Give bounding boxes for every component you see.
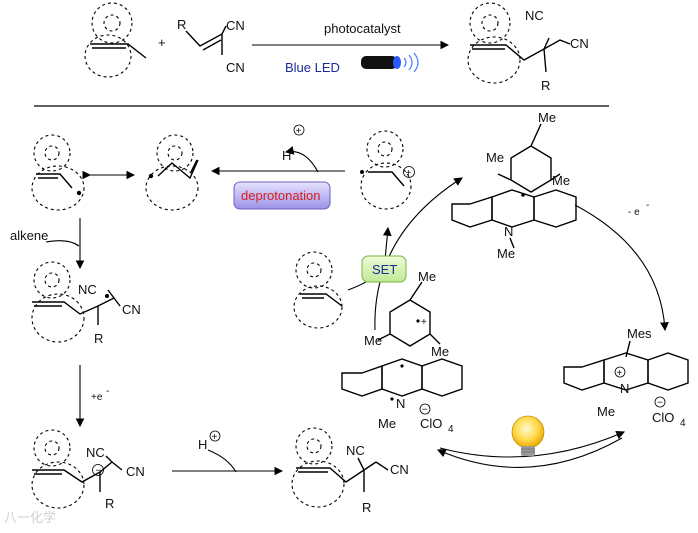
r-label-anion: R	[105, 496, 114, 511]
me-label-4: Me	[497, 246, 515, 261]
led-flashlight-icon	[361, 52, 419, 73]
oxidation-arc	[574, 204, 669, 332]
me-label-1: Me	[538, 110, 556, 125]
clo4-label-left: ClO	[420, 416, 442, 431]
deprotonation-box	[233, 181, 331, 210]
svg-text:+: +	[406, 168, 412, 179]
reactant-alkene	[84, 2, 147, 78]
alkene-label: alkene	[10, 228, 48, 243]
plus-sign: +	[158, 35, 166, 50]
r-label-final: R	[362, 500, 371, 515]
r-label-product: R	[541, 78, 550, 93]
svg-text:−: −	[422, 405, 428, 416]
n-label-1: N	[504, 224, 513, 239]
n-label-3: N	[396, 396, 405, 411]
svg-text:+: +	[421, 317, 427, 328]
watermark: 八一化学	[4, 510, 56, 525]
r-label-adduct: R	[94, 331, 103, 346]
product-top: NC CN R	[467, 2, 589, 93]
allyl-radical-a	[31, 134, 85, 211]
svg-text:4: 4	[680, 418, 686, 429]
nc-label-final: NC	[346, 443, 365, 458]
cn-label-final: CN	[390, 462, 409, 477]
svg-text:+: +	[212, 432, 218, 443]
final-product: NC CN R	[291, 427, 409, 515]
cn-label-top: CN	[226, 18, 245, 33]
clo4-label-right: ClO	[652, 410, 674, 425]
set-label: SET	[372, 262, 397, 277]
h-plus-label-bottom: H	[198, 437, 207, 452]
deprotonation-label: deprotonation	[241, 188, 321, 203]
n-label-2: N	[620, 381, 629, 396]
alkene-substrate	[293, 251, 343, 329]
svg-text:−: −	[96, 466, 102, 477]
me-label-3: Me	[552, 173, 570, 188]
alkylidene-malononitrile: R CN CN	[177, 17, 245, 75]
allyl-radical-b	[145, 134, 199, 211]
me-label-8: Me	[431, 344, 449, 359]
h-plus-label-top: H	[282, 148, 291, 163]
excitation-arc	[436, 437, 623, 468]
r-label: R	[177, 17, 186, 32]
mes-label: Mes	[627, 326, 652, 341]
set-box	[361, 255, 407, 283]
alkene-radical-cation: +	[360, 130, 415, 210]
svg-text:-: -	[106, 386, 109, 397]
set-arc	[374, 177, 463, 331]
me-label-6: Me	[418, 269, 436, 284]
nc-label-adduct: NC	[78, 282, 97, 297]
cn-label-bottom: CN	[226, 60, 245, 75]
light-bulb-icon	[511, 415, 545, 456]
me-label-9: Me	[378, 416, 396, 431]
photocatalyst-label: photocatalyst	[324, 21, 401, 36]
minus-e-label: - e	[628, 207, 640, 218]
acridinium-cation: Mes N + Me ClO 4 −	[563, 326, 689, 429]
me-label-7: Me	[364, 333, 382, 348]
radical-adduct: NC CN R	[31, 261, 141, 346]
svg-text:4: 4	[448, 424, 454, 435]
cn-label: CN	[570, 36, 589, 51]
excited-acridinium: + Me Me Me N Me ClO 4 −	[341, 269, 463, 435]
carbanion: − NC CN R	[31, 429, 145, 511]
h-release-arrow	[284, 146, 319, 173]
nc-label-anion: NC	[86, 445, 105, 460]
cn-label-adduct: CN	[122, 302, 141, 317]
me-label-5: Me	[597, 404, 615, 419]
plus-e-label: +e	[91, 392, 103, 403]
acridine-radical: Me Me Me N Me	[451, 110, 577, 261]
svg-text:-: -	[646, 200, 649, 211]
svg-text:+: +	[617, 368, 623, 379]
me-label-2: Me	[486, 150, 504, 165]
blue-led-label: Blue LED	[285, 60, 340, 75]
nc-label: NC	[525, 8, 544, 23]
svg-text:+: +	[296, 126, 302, 137]
cn-label-anion: CN	[126, 464, 145, 479]
svg-text:−: −	[657, 398, 663, 409]
